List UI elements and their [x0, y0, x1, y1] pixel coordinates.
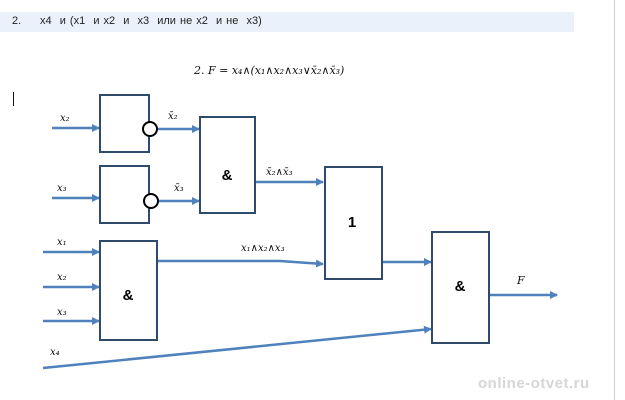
label-nx2-and-nx3: x̄₂∧x̄₃ [266, 167, 293, 178]
text-cursor [13, 92, 14, 106]
and-gate-upper [199, 116, 256, 214]
header-expression: x4 и (x1 и x2 и x3 или не x2 и не x3) [40, 15, 262, 27]
label-output-f: F [516, 274, 525, 287]
label-not-x3: x̄₃ [174, 183, 184, 194]
label-not-x2: x̄₂ [168, 111, 178, 122]
not-gate-x3 [99, 165, 150, 224]
or-gate-symbol: 1 [348, 214, 356, 231]
label-x2-top: x₂ [60, 113, 70, 124]
page-edge [614, 0, 615, 400]
inversion-bubble-x2 [142, 121, 158, 137]
header-number: 2. [12, 15, 22, 27]
label-x2: x₂ [57, 272, 67, 283]
and-gate-lower [99, 240, 158, 341]
wire-x4 [42, 325, 432, 370]
header-bar [0, 12, 574, 32]
watermark: online-otvet.ru [478, 375, 590, 392]
label-x1: x₁ [57, 237, 67, 248]
wire-x1x2x3 [158, 259, 324, 268]
and-gate-lower-symbol: & [123, 287, 134, 304]
label-x3-top: x₃ [57, 183, 67, 194]
label-x3: x₃ [57, 307, 67, 318]
and-gate-final [431, 231, 490, 344]
or-gate [324, 166, 383, 280]
formula: 2. F = x₄∧(x₁∧x₂∧x₃∨x̄₂∧x̄₃) [193, 64, 344, 77]
label-x4: x₄ [50, 347, 60, 358]
and-gate-final-symbol: & [455, 278, 466, 295]
label-x1x2x3: x₁∧x₂∧x₃ [241, 243, 285, 254]
inversion-bubble-x3 [143, 193, 159, 209]
not-gate-x2 [99, 94, 150, 153]
and-gate-upper-symbol: & [222, 167, 233, 184]
